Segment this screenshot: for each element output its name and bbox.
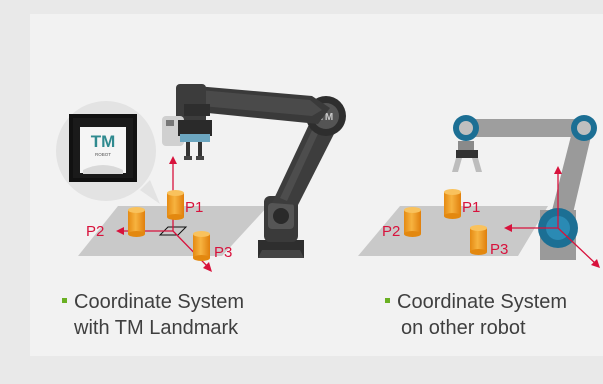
left-cylinder-p1 xyxy=(167,190,184,220)
right-cylinder-p3 xyxy=(470,225,487,255)
right-label-p1: P1 xyxy=(462,199,480,216)
left-caption-line1: Coordinate System xyxy=(74,291,245,313)
left-cylinder-p3 xyxy=(193,231,210,261)
left-illustration: TM ROBOT TM xyxy=(56,84,346,272)
right-y-axis xyxy=(557,227,597,265)
bullet-icon xyxy=(62,298,67,304)
right-cylinder-p2 xyxy=(404,207,421,237)
right-gripper xyxy=(452,150,482,172)
left-y-axis xyxy=(172,230,209,268)
right-label-p3: P3 xyxy=(490,241,508,258)
left-caption: Coordinate System with TM Landmark xyxy=(62,289,244,341)
right-caption-line1: Coordinate System xyxy=(397,291,568,313)
gripper xyxy=(162,116,212,160)
right-illustration: P1 P2 P3 xyxy=(358,115,600,268)
right-caption: Coordinate System on other robot xyxy=(385,289,567,341)
left-caption-line2: with TM Landmark xyxy=(74,317,239,339)
left-label-p2: P2 xyxy=(86,223,104,240)
left-label-p1: P1 xyxy=(185,199,203,216)
right-label-p2: P2 xyxy=(382,223,400,240)
tm-logo-subtext: ROBOT xyxy=(95,152,111,157)
right-cylinder-p1 xyxy=(444,189,461,219)
tm-robot-arm: TM xyxy=(176,84,346,258)
left-cylinder-p2 xyxy=(128,207,145,237)
landmark-bubble: TM ROBOT xyxy=(56,101,160,204)
right-caption-line2: on other robot xyxy=(401,317,526,339)
tm-logo-text: TM xyxy=(91,132,116,151)
left-label-p3: P3 xyxy=(214,244,232,261)
bullet-icon xyxy=(385,298,390,304)
svg-text:TM: TM xyxy=(319,112,333,123)
right-coordinate-axes xyxy=(504,166,600,268)
